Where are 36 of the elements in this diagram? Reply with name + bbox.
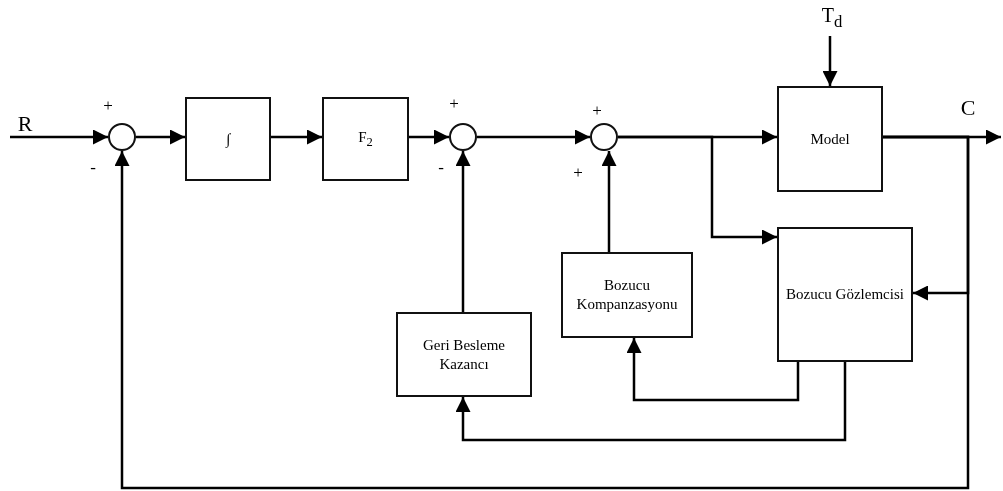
sign-label: - [90, 158, 96, 178]
arrow [822, 36, 838, 86]
signal-label: R [17, 111, 33, 137]
arrow [10, 129, 108, 145]
block [322, 97, 409, 181]
block [396, 312, 532, 397]
sign-label: + [103, 96, 113, 116]
block-label: ∫ [224, 129, 232, 149]
sign-label: + [449, 94, 459, 114]
sign-label: + [592, 101, 602, 121]
arrow [114, 135, 970, 490]
block-label: Bozucu Kompanzasyonu [575, 276, 679, 314]
block-label: Bozucu Gözlemcisi [785, 285, 905, 304]
block [777, 227, 913, 362]
arrow [455, 151, 471, 312]
signal-label: C [960, 95, 976, 121]
arrow [618, 135, 777, 245]
block-label: Model [809, 129, 851, 149]
summing-junction [590, 123, 618, 151]
block [777, 86, 883, 192]
summing-junction [449, 123, 477, 151]
sign-label: - [438, 158, 444, 178]
block [561, 252, 693, 338]
arrow [271, 129, 322, 145]
sign-label: + [573, 163, 583, 183]
block [185, 97, 271, 181]
arrow [409, 129, 449, 145]
block-label: Geri Besleme Kazancı [421, 335, 507, 374]
arrow [626, 338, 800, 402]
arrow [477, 129, 590, 145]
block-label: F$_{2}$ [357, 127, 374, 151]
arrow [601, 151, 617, 252]
arrow [136, 129, 185, 145]
arrow [455, 362, 847, 442]
signal-label: T$_{d}$ [821, 4, 843, 32]
summing-junction [108, 123, 136, 151]
